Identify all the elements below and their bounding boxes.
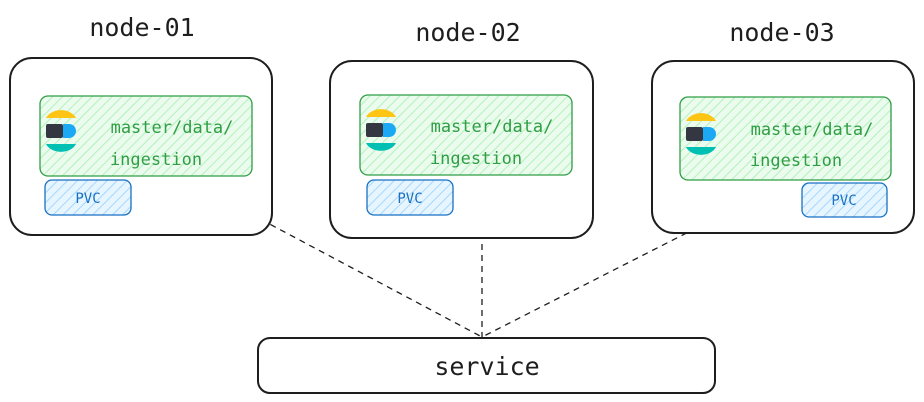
pod-label-line1-02: master/data/ — [431, 117, 554, 137]
service-box[interactable]: service — [257, 337, 716, 394]
pvc-label-03: PVC — [831, 193, 856, 209]
pvc-label-02: PVC — [397, 191, 422, 207]
pvc-label-01: PVC — [75, 191, 100, 207]
pvc-box-02[interactable]: PVC — [366, 179, 454, 216]
node-card-03[interactable]: node-03 master/data/ ingestion PVC — [651, 18, 915, 234]
node-title-03: node-03 — [729, 18, 834, 47]
pod-label-line2-02: ingestion — [430, 149, 522, 169]
elastic-logo-icon — [366, 109, 396, 151]
node-title-01: node-01 — [89, 13, 194, 42]
pod-box-01[interactable]: master/data/ ingestion — [39, 95, 253, 177]
pod-label-line1-03: master/data/ — [751, 120, 874, 140]
pod-label-line2-03: ingestion — [750, 151, 842, 171]
pod-label-line1-01: master/data/ — [111, 118, 234, 138]
service-label: service — [434, 352, 539, 381]
elastic-logo-icon — [46, 110, 76, 152]
pod-box-03[interactable]: master/data/ ingestion — [679, 96, 892, 181]
pvc-box-03[interactable]: PVC — [801, 182, 888, 218]
node-card-02[interactable]: node-02 master/data/ ingestion PVC — [329, 18, 594, 239]
node-title-02: node-02 — [415, 18, 520, 47]
node-card-01[interactable]: node-01 master/data/ ingestion PVC — [9, 13, 273, 236]
pod-box-02[interactable]: master/data/ ingestion — [359, 94, 573, 176]
pod-label-line2-01: ingestion — [110, 150, 202, 170]
elastic-logo-icon — [686, 113, 716, 155]
pvc-box-01[interactable]: PVC — [44, 179, 132, 216]
